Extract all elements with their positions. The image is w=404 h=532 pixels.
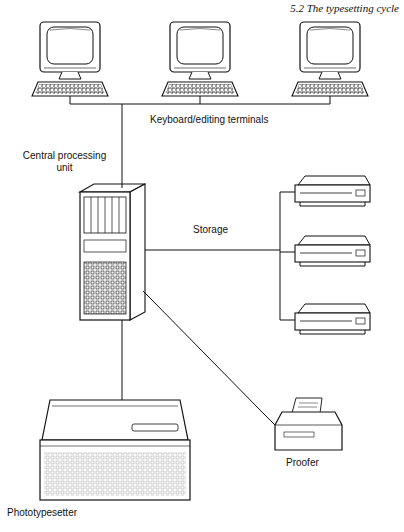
terminal-figure — [32, 22, 108, 104]
phototypesetter-unit: Phototypesetter — [5, 385, 205, 525]
storage-drive — [280, 236, 370, 266]
wire-stubs-part — [122, 104, 123, 129]
running-head: 5.2 The typesetting cycle — [290, 2, 399, 14]
device-label: Central processing unit — [22, 150, 107, 174]
wire-stubs-part — [143, 291, 150, 298]
proofer-figure-part — [292, 398, 322, 413]
wire-stubs — [122, 104, 280, 425]
cpu-figure-part — [91, 197, 92, 233]
cpu-unit: Central processing unit — [20, 148, 150, 324]
proofer-figure-part — [284, 432, 314, 437]
storage-wire — [280, 192, 281, 320]
phototypesetter-figure — [40, 400, 190, 500]
proofer-figure-part — [275, 412, 342, 450]
cpu-figure-part — [119, 197, 120, 233]
terminal-figures — [32, 22, 368, 104]
terminal-group: Keyboard/editing terminals — [15, 18, 395, 129]
proofer-figure-part — [298, 407, 317, 408]
wire-stubs-part — [122, 385, 123, 400]
phototypesetter-figure-part — [40, 440, 190, 500]
cpu-figure — [80, 184, 145, 320]
wire-stubs-part — [145, 250, 150, 251]
phototypesetter-figure-part — [132, 424, 178, 431]
cable — [122, 129, 123, 148]
device-label: Phototypesetter — [7, 507, 77, 519]
storage-drive — [280, 176, 370, 206]
cpu-figure-part — [80, 192, 130, 320]
device-label: Proofer — [286, 457, 319, 469]
phototypesetter-figure-part — [52, 406, 178, 407]
proofer-figure-part — [299, 403, 318, 404]
wire-stubs-part — [122, 320, 123, 324]
proofer-figure — [275, 398, 342, 450]
cpu-figure-part — [84, 262, 126, 314]
wire-stubs-part — [262, 412, 275, 425]
cpu-figure-part — [105, 197, 106, 233]
cable — [150, 250, 185, 251]
terminal-figure — [162, 22, 238, 104]
cpu-figure-part — [112, 197, 113, 233]
cpu-figure-part — [98, 197, 99, 233]
cpu-figure-part — [84, 240, 126, 252]
phototypesetter-figure-part — [40, 446, 190, 447]
storage-figures — [280, 176, 370, 334]
storage-group: Storage — [185, 168, 380, 338]
bus-wire — [70, 104, 330, 105]
phototypesetter-figure-part — [42, 400, 188, 440]
proofer-unit: Proofer — [262, 395, 357, 477]
wire-stubs-part — [185, 250, 280, 251]
device-label: Keyboard/editing terminals — [150, 114, 268, 126]
storage-drive — [280, 304, 370, 334]
terminal-figure — [292, 22, 368, 104]
cable — [122, 324, 123, 385]
cpu-figure-part — [130, 184, 145, 320]
device-label: Storage — [193, 224, 228, 236]
proofer-figure-part — [275, 425, 342, 426]
phototypesetter-figure-part — [44, 452, 186, 496]
cpu-figure-part — [84, 197, 126, 233]
cable — [150, 298, 262, 412]
wire-stubs-part — [122, 148, 123, 188]
